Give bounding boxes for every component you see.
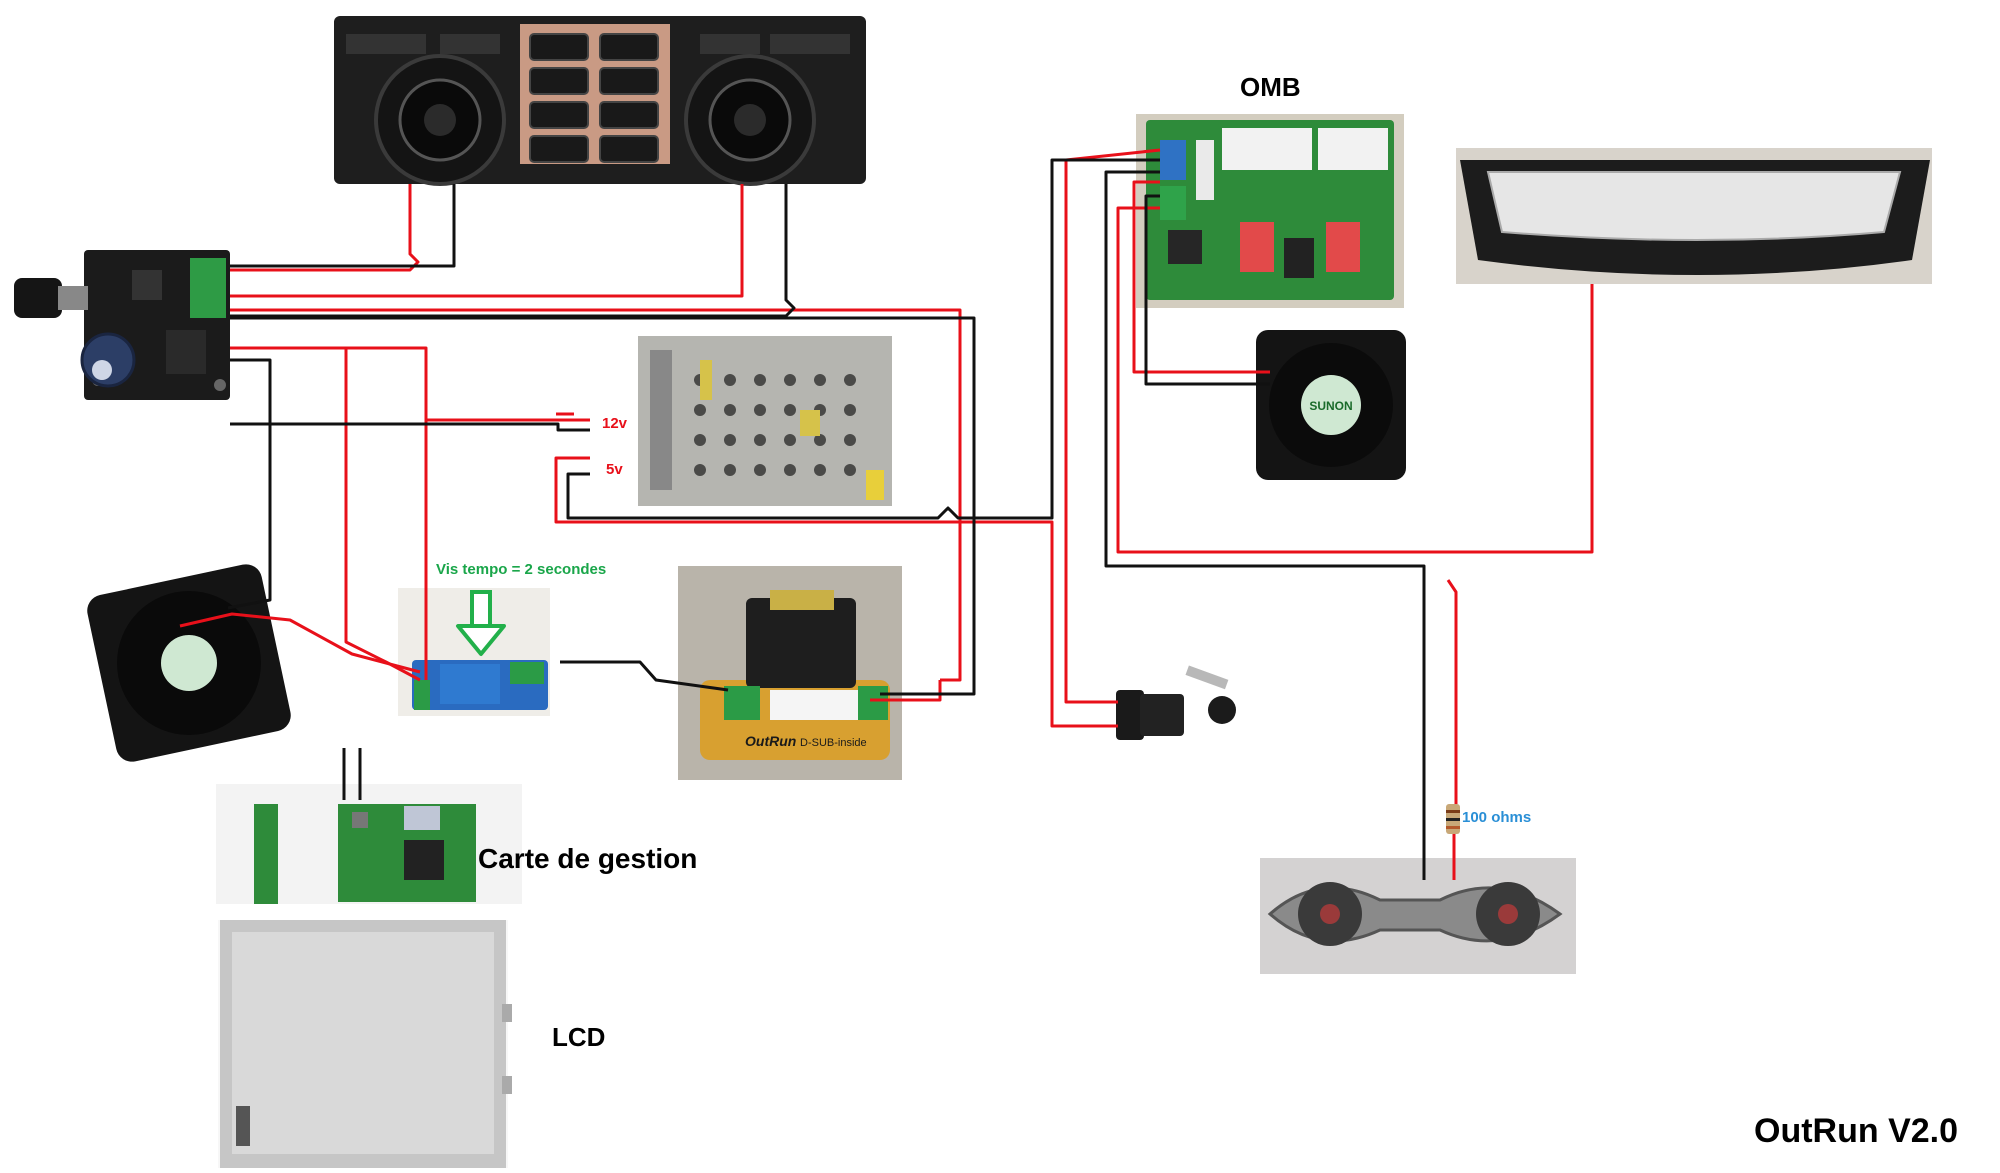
dsub-text: D-SUB-inside [800, 737, 867, 749]
omb-board [1136, 114, 1404, 308]
control-board [216, 784, 522, 904]
resistor [1446, 804, 1460, 834]
amplifier-board [14, 250, 230, 400]
label-12v: 12v [602, 415, 628, 432]
lcd-label: LCD [552, 1022, 605, 1052]
label-5v: 5v [606, 461, 623, 478]
power-supply [638, 336, 892, 506]
large-fan [87, 564, 291, 762]
relay-arrow [456, 590, 506, 656]
wires-red [179, 148, 1594, 880]
omb-label: OMB [1240, 72, 1301, 102]
lamp-housing [1260, 858, 1576, 974]
small-fan: SUNON [1256, 330, 1406, 480]
key-switch [1116, 665, 1236, 740]
dsub-board: OutRun D-SUB-inside [678, 566, 902, 780]
dsub-brand: OutRun [745, 733, 796, 749]
diagram-title: OutRun V2.0 [1754, 1112, 1958, 1150]
lcd-panel [218, 920, 512, 1170]
resistor-label: 100 ohms [1462, 809, 1531, 826]
fan-brand-label: SUNON [1309, 399, 1352, 413]
relay-note: Vis tempo = 2 secondes [436, 561, 606, 578]
led-bar [1456, 148, 1932, 284]
wires-black [227, 158, 1426, 880]
speaker-panel [334, 16, 866, 186]
control-board-label: Carte de gestion [478, 843, 697, 874]
